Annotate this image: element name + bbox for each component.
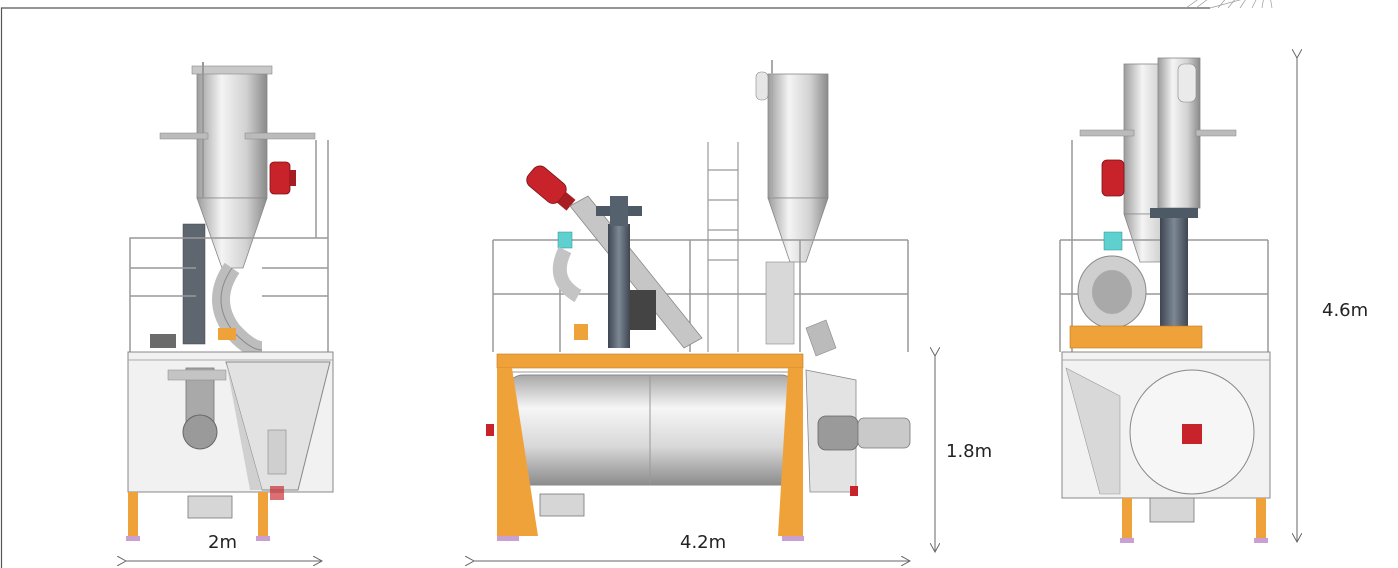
border-line [0,7,1210,568]
gear-motor [817,415,859,451]
hopper-cone [196,197,268,269]
leg [258,492,268,536]
side-red-motor [526,165,576,211]
side-leg-left [497,368,538,536]
red-motor [269,161,291,195]
back-orange-bar [1069,325,1203,349]
dark-pipe [608,224,630,348]
side-view [486,60,911,541]
side-width-label: 4.2m [680,532,727,553]
leg [128,492,138,536]
side-height-label: 1.8m [946,441,993,462]
mixer-drum [506,374,798,486]
front-view [126,62,334,541]
orange-beam [496,353,804,369]
front-width-label: 2m [208,532,237,553]
side-hopper-cylinder [767,73,829,199]
back-view [1059,57,1271,543]
corner-hatching [1185,0,1273,9]
total-height-label: 4.6m [1322,300,1369,321]
side-leg-right [778,368,803,536]
dimension-arrows [126,58,1297,561]
ladder [707,142,739,352]
back-red-motor [1101,159,1125,197]
railing [129,140,329,357]
